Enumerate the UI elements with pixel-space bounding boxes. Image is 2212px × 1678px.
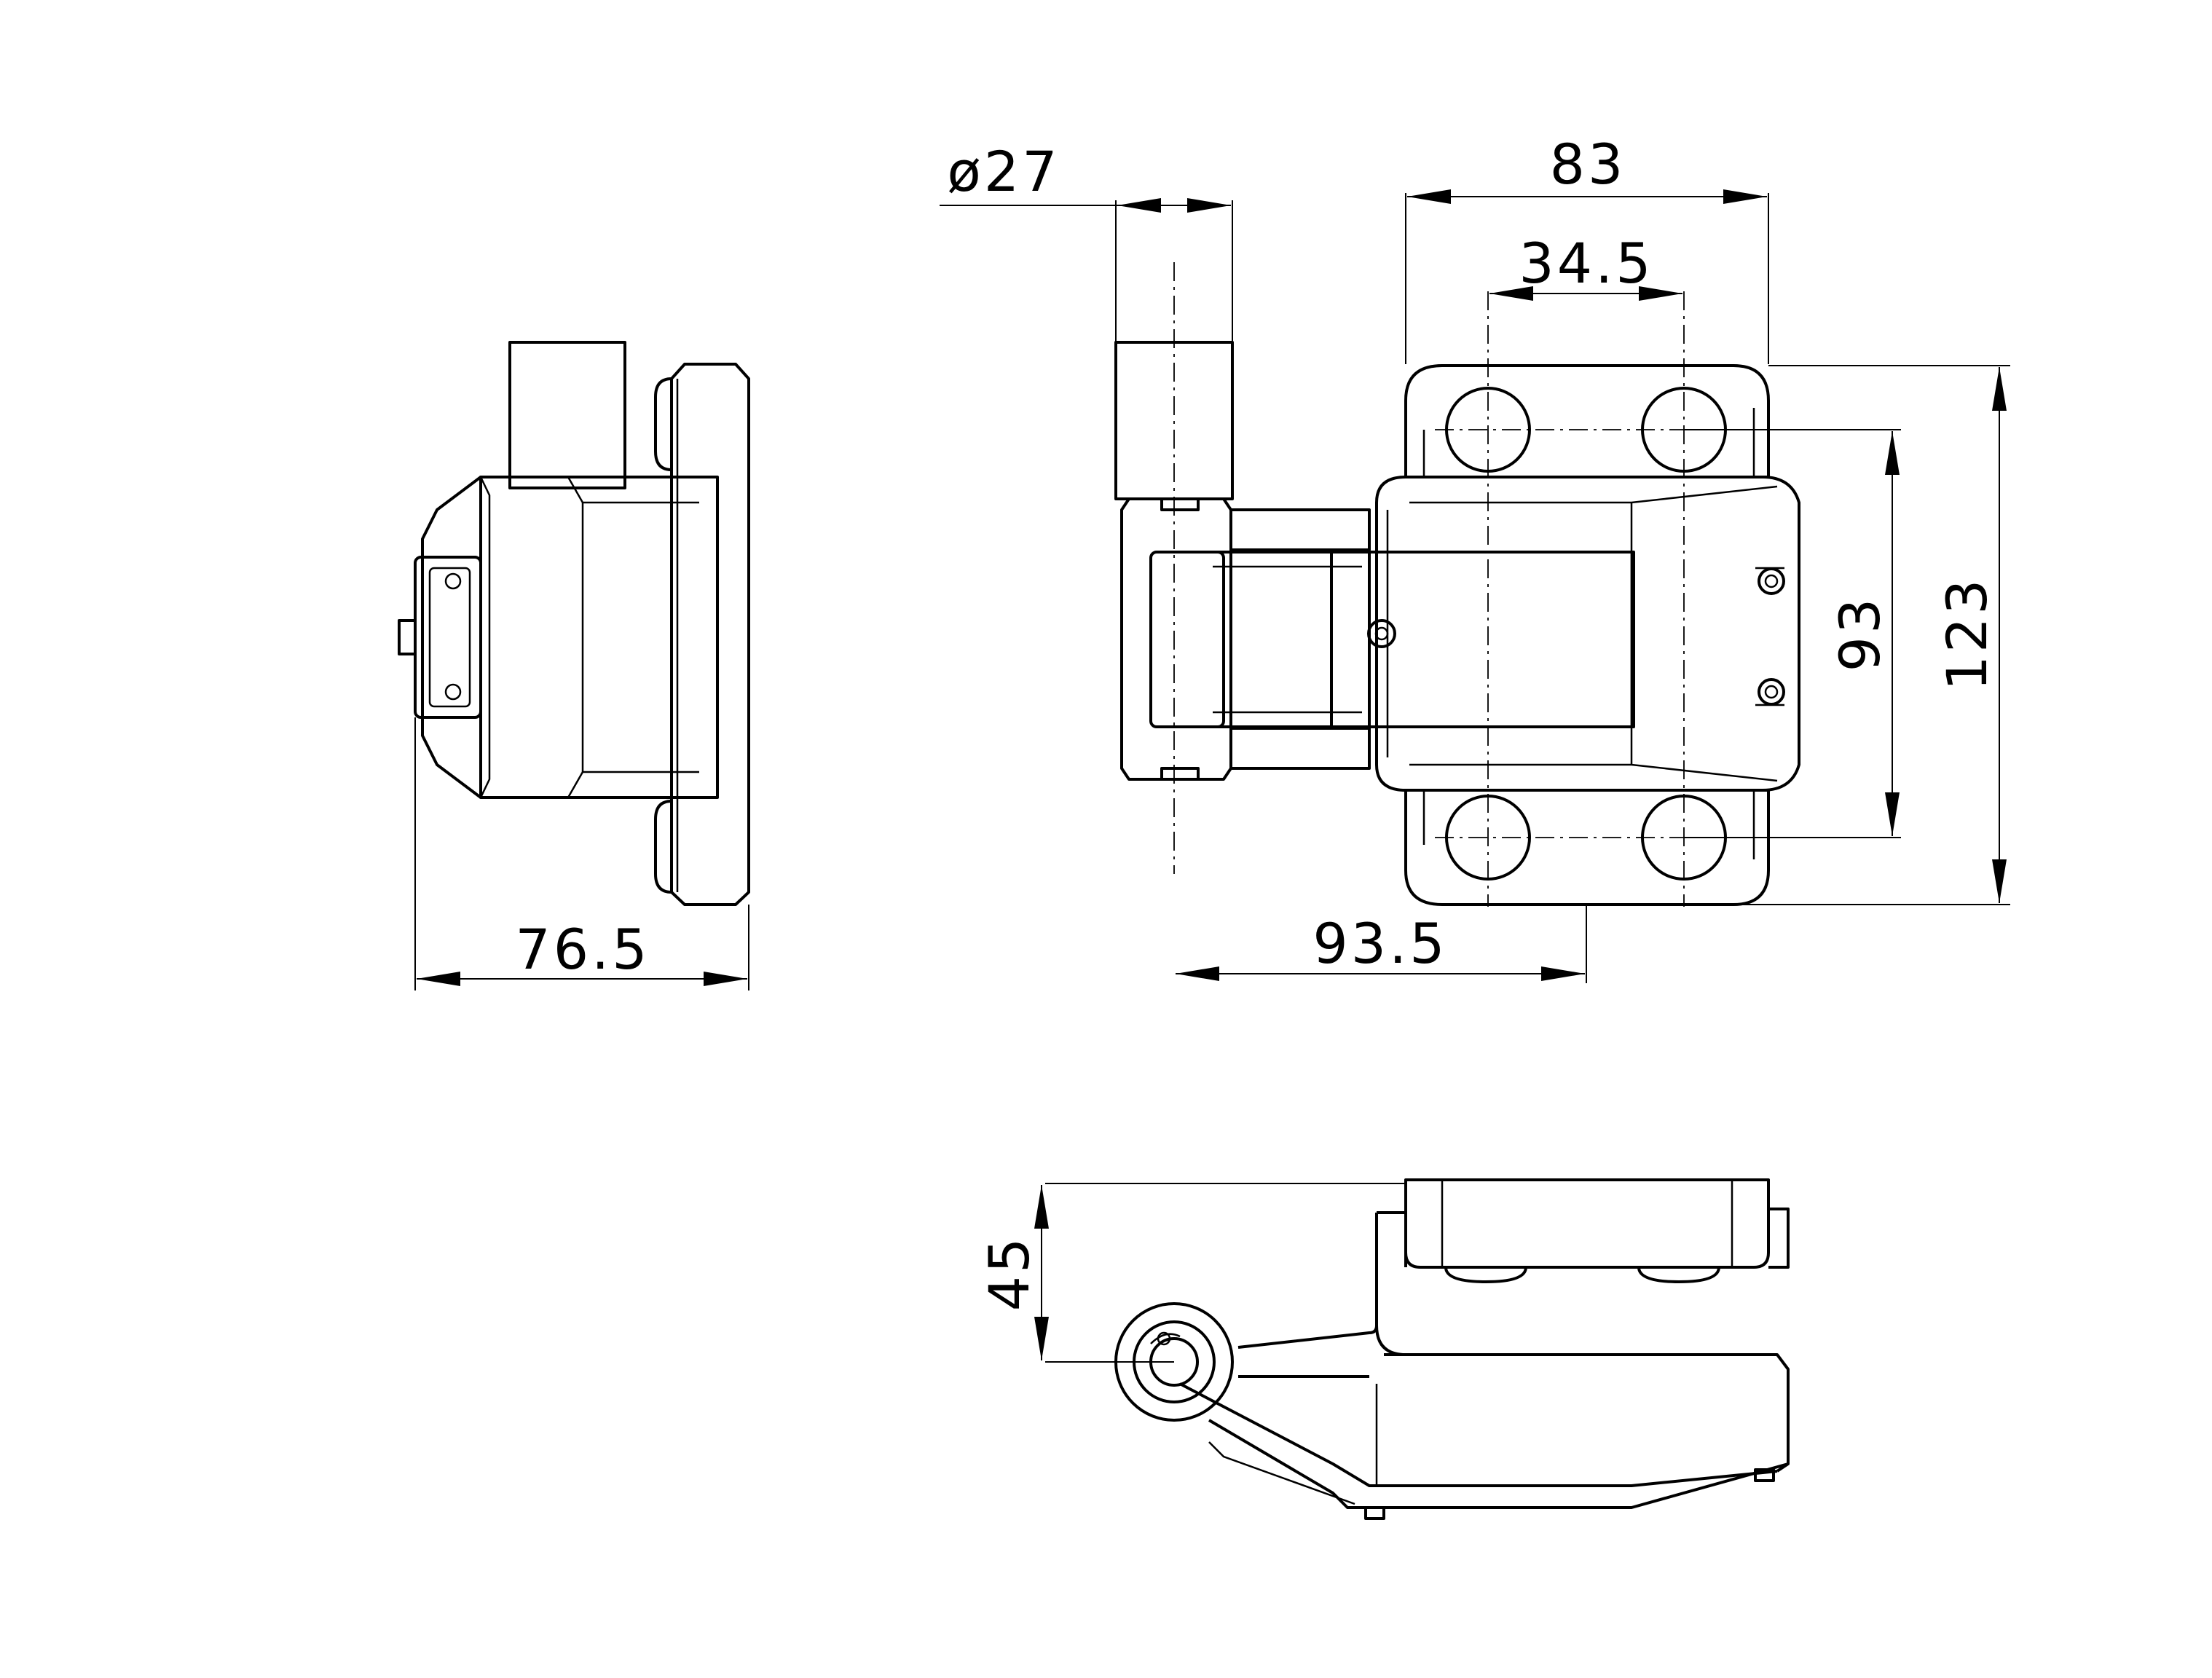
dimension-width-inner: 34.5: [1489, 231, 1682, 301]
side-view: [398, 341, 750, 906]
dim-offset-axis-label: 93.5: [1312, 911, 1447, 976]
dimension-height-total: 123: [1733, 365, 2010, 905]
dimension-diameter: ø27: [940, 139, 1233, 342]
top-view: [1114, 1178, 1790, 1520]
dim-height-holes-label: 93: [1827, 596, 1892, 672]
dim-width-inner-label: 34.5: [1519, 231, 1653, 296]
dim-height-total-label: 123: [1934, 576, 1999, 690]
dimension-width-outer: 83: [1405, 132, 1769, 364]
dimension-offset-axis: 93.5: [1176, 905, 1587, 983]
dimension-side-depth: 76.5: [414, 717, 749, 990]
front-view: [1114, 262, 1800, 907]
dimension-height-holes: 93: [1684, 429, 1901, 838]
dim-side-depth-label: 76.5: [515, 917, 650, 982]
dimension-top-depth: 45: [977, 1183, 1406, 1363]
dim-diameter-label: ø27: [947, 139, 1060, 204]
dim-width-outer-label: 83: [1550, 132, 1626, 197]
dim-top-depth-label: 45: [977, 1235, 1042, 1312]
